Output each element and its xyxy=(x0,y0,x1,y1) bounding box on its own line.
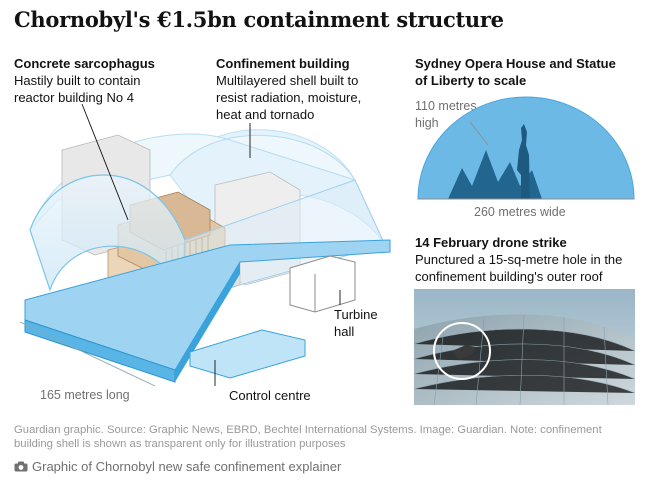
drone-strike-image xyxy=(414,289,635,405)
caption-text: Graphic of Chornobyl new safe confinemen… xyxy=(32,459,342,474)
confinement-text-2: resist radiation, moisture, xyxy=(216,90,362,105)
source-footer: Guardian graphic. Source: Graphic News, … xyxy=(14,423,638,451)
confinement-text-1: Multilayered shell built to xyxy=(216,73,359,88)
scale-label: Sydney Opera House and Statue of Liberty… xyxy=(415,55,616,89)
page-title: Chornobyl's €1.5bn containment structure xyxy=(14,7,504,32)
turbine-text-1: Turbine xyxy=(334,307,378,322)
drone-heading: 14 February drone strike xyxy=(415,235,567,250)
drone-strike-photo xyxy=(414,289,635,405)
scale-height-label: 110 metres high xyxy=(415,98,477,132)
confinement-label: Confinement building Multilayered shell … xyxy=(216,55,361,123)
sarcophagus-heading: Concrete sarcophagus xyxy=(14,56,155,71)
sarcophagus-text-1: Hastily built to contain xyxy=(14,73,141,88)
turbine-hall-label: Turbine hall xyxy=(334,306,378,340)
opera-house-silhouette xyxy=(448,150,542,199)
length-dimension-line xyxy=(19,321,156,387)
scale-height-line xyxy=(469,121,489,146)
control-centre-label: Control centre xyxy=(229,388,311,403)
sarcophagus-text-2: reactor building No 4 xyxy=(14,90,134,105)
footer-line-1: Guardian graphic. Source: Graphic News, … xyxy=(14,424,602,436)
scale-height-1: 110 metres xyxy=(415,99,477,113)
scale-heading-2: of Liberty to scale xyxy=(415,73,527,88)
scale-height-2: high xyxy=(415,116,439,130)
sarcophagus-leader xyxy=(81,103,129,221)
drone-label: 14 February drone strike Punctured a 15-… xyxy=(415,234,622,285)
drone-text-1: Punctured a 15-sq-metre hole in the xyxy=(415,252,623,267)
confinement-heading: Confinement building xyxy=(216,56,350,71)
scale-width-label: 260 metres wide xyxy=(474,205,566,219)
turbine-hall-block xyxy=(289,255,356,313)
image-caption: Graphic of Chornobyl new safe confinemen… xyxy=(14,459,341,474)
control-centre-block xyxy=(189,329,306,379)
scale-heading-1: Sydney Opera House and Statue xyxy=(415,56,616,71)
sarcophagus-label: Concrete sarcophagus Hastily built to co… xyxy=(14,55,155,106)
length-label: 165 metres long xyxy=(40,388,130,402)
strike-highlight-circle xyxy=(433,322,491,380)
statue-of-liberty-silhouette xyxy=(517,124,530,199)
turbine-text-2: hall xyxy=(334,324,355,339)
footer-line-2: building shell is shown as transparent o… xyxy=(14,438,346,450)
drone-text-2: confinement building's outer roof xyxy=(415,269,603,284)
roof-hole xyxy=(452,345,476,359)
camera-icon xyxy=(14,461,28,472)
confinement-text-3: heat and tornado xyxy=(216,107,315,122)
